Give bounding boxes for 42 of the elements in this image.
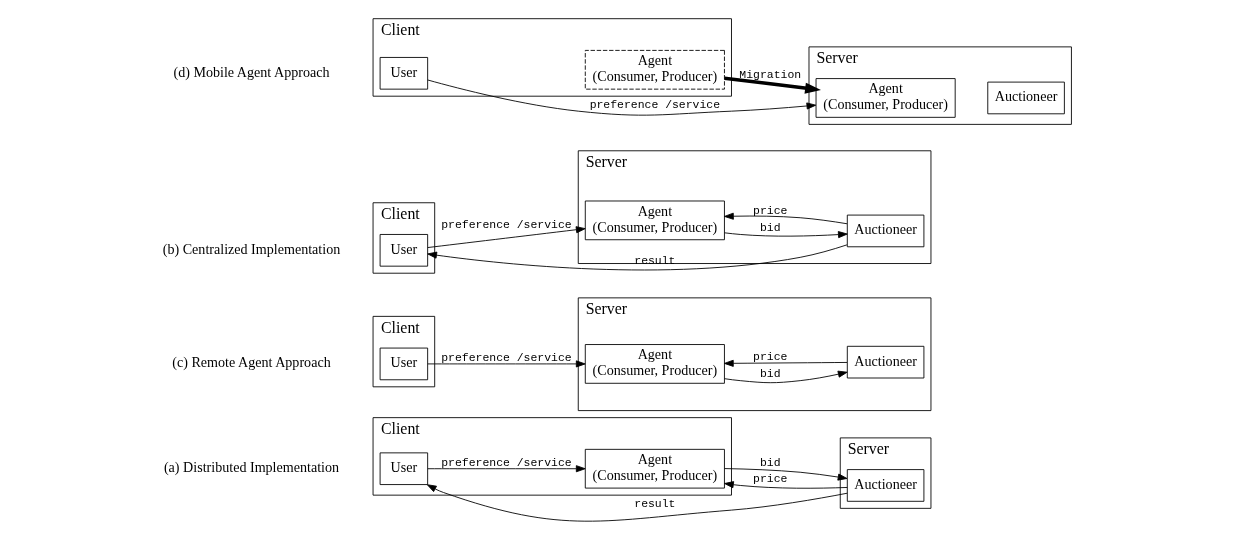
arrow [723,212,847,225]
arrow [723,231,848,239]
arrow [426,484,848,522]
edge-label: preference /service [440,455,572,469]
edge-label: result [633,496,675,510]
arrow [723,468,847,481]
node-box: Auctioneer [986,81,1065,115]
node-box: User [379,57,428,90]
edge-label: bid [759,221,781,235]
node-box: Auctioneer [846,469,924,502]
edge-label: preference /service [440,217,572,231]
node-box: Agent (Consumer, Producer) [584,344,725,384]
node-box: Agent (Consumer, Producer) [584,49,725,90]
node-box: User [379,234,428,267]
edge-label: price [752,349,787,363]
node-box: User [379,452,428,485]
node-box: Auctioneer [846,214,924,248]
arrow [723,481,848,489]
node-box: Agent (Consumer, Producer) [584,448,725,489]
arrow [723,370,848,384]
node-box: User [379,347,428,381]
edge-label: preference /service [589,97,720,111]
node-box: Auctioneer [846,345,924,379]
arrow [426,226,586,248]
label: (c) Remote Agent Approach [171,354,331,371]
label: (b) Centralized Implementation [162,240,340,257]
label: (d) Mobile Agent Approach [173,63,330,80]
arrow [426,79,816,116]
node-box: Agent (Consumer, Producer) [584,200,725,241]
edge-label: price [752,203,787,217]
arrow [426,244,847,271]
edge-label: bid [759,367,781,381]
label: (a) Distributed Implementation [163,459,339,476]
arrow [723,76,821,94]
edge-label: Migration [738,68,801,82]
arrow [426,465,586,473]
arrow [426,360,586,368]
node-box: Agent (Consumer, Producer) [815,78,956,118]
edge-label: price [752,472,787,486]
edge-label: bid [759,456,781,470]
arrow [723,359,847,367]
edge-label: preference /service [440,350,572,364]
